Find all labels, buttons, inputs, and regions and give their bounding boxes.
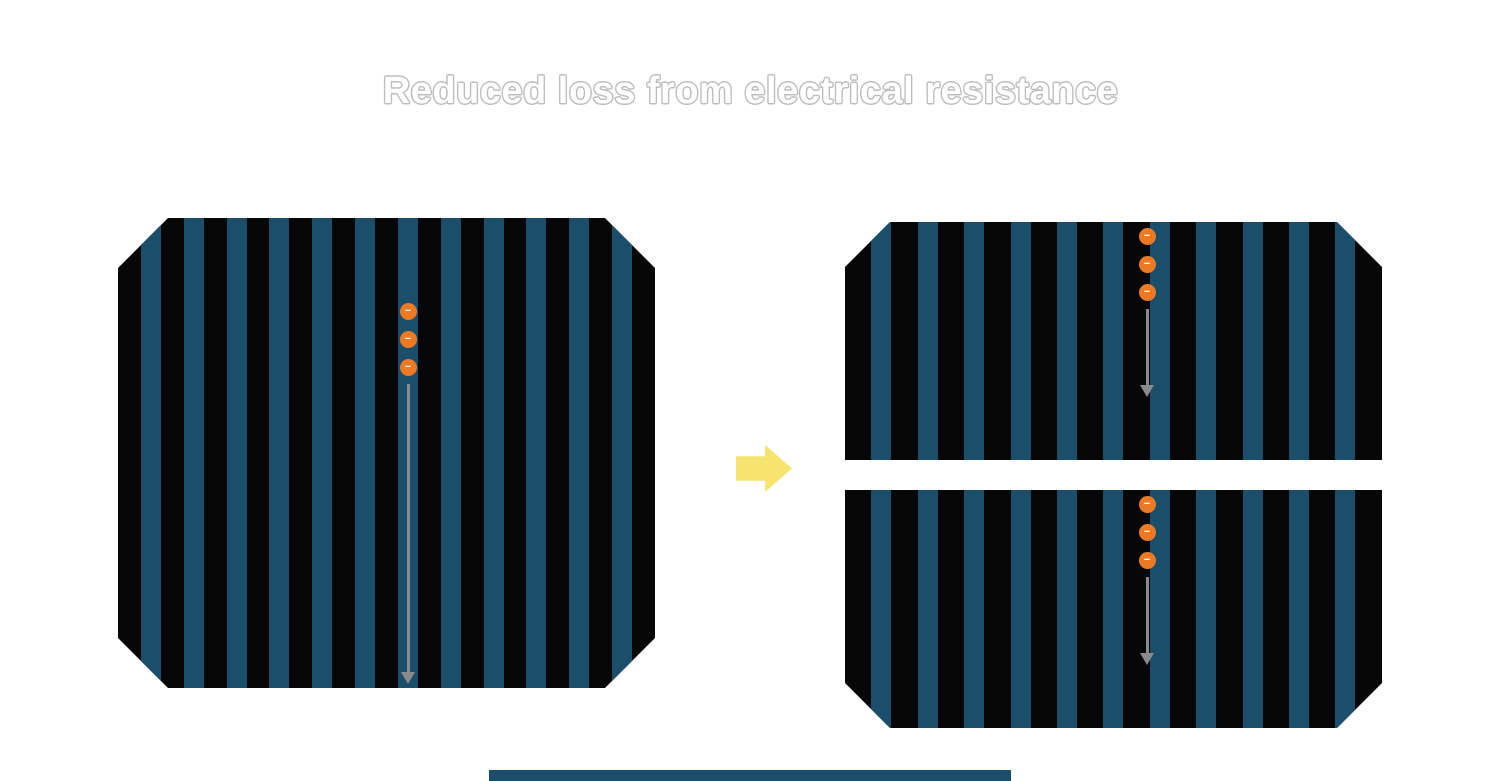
electron-stack: − − − <box>1138 496 1156 569</box>
electron-stack: − − − <box>399 303 417 376</box>
busbar-stripe <box>1057 222 1078 460</box>
down-arrow-icon <box>1140 309 1154 397</box>
electron-icon: − <box>399 359 417 376</box>
busbar-stripes <box>845 222 1382 460</box>
busbar-stripe <box>917 490 938 728</box>
arrow-head <box>401 672 415 684</box>
half-solar-cell-top: − − − <box>845 222 1382 460</box>
arrow-head <box>1140 653 1154 665</box>
right-arrow-icon <box>736 445 792 492</box>
busbar-stripe <box>1103 222 1124 460</box>
busbar-stripe <box>964 490 985 728</box>
busbar-stripe <box>226 218 247 688</box>
electron-icon: − <box>1138 496 1156 513</box>
busbar-stripe <box>312 218 333 688</box>
busbar-stripe <box>526 218 547 688</box>
electron-icon: − <box>399 331 417 348</box>
busbar-stripe <box>1289 222 1310 460</box>
busbar-stripe <box>440 218 461 688</box>
busbar-stripe <box>569 218 590 688</box>
busbar-stripe <box>917 222 938 460</box>
down-arrow-icon <box>401 384 415 684</box>
busbar-stripe <box>355 218 376 688</box>
down-arrow-icon <box>1140 577 1154 665</box>
busbar-stripe <box>1196 222 1217 460</box>
busbar-stripe <box>1010 490 1031 728</box>
busbar-stripe <box>1149 222 1170 460</box>
half-solar-cell-bottom: − − − <box>845 490 1382 728</box>
busbar-stripes <box>118 218 655 688</box>
busbar-stripe <box>964 222 985 460</box>
electron-flow: − − − <box>1138 496 1156 665</box>
arrow-shaft <box>1145 577 1149 653</box>
busbar-stripe <box>140 218 161 688</box>
electron-icon: − <box>399 303 417 320</box>
busbar-stripe <box>1149 490 1170 728</box>
electron-icon: − <box>1138 552 1156 569</box>
electron-icon: − <box>1138 228 1156 245</box>
busbar-stripe <box>1196 490 1217 728</box>
busbar-stripe <box>1242 222 1263 460</box>
electron-stack: − − − <box>1138 228 1156 301</box>
busbar-stripe <box>871 490 892 728</box>
busbar-stripe <box>1010 222 1031 460</box>
busbar-stripe <box>1103 490 1124 728</box>
electron-icon: − <box>1138 524 1156 541</box>
footer-bar <box>489 770 1011 781</box>
diagram-title: Reduced loss from electrical resistance <box>382 70 1119 112</box>
electron-flow: − − − <box>1138 228 1156 397</box>
busbar-stripe <box>483 218 504 688</box>
full-solar-cell: − − − <box>118 218 655 688</box>
electron-icon: − <box>1138 284 1156 301</box>
busbar-stripe <box>1242 490 1263 728</box>
busbar-stripe <box>269 218 290 688</box>
busbar-stripe <box>1335 222 1356 460</box>
electron-flow: − − − <box>399 303 417 684</box>
busbar-stripe <box>871 222 892 460</box>
arrow-head <box>1140 385 1154 397</box>
busbar-stripe <box>612 218 633 688</box>
arrow-shaft <box>1145 309 1149 385</box>
busbar-stripe <box>183 218 204 688</box>
electron-icon: − <box>1138 256 1156 273</box>
busbar-stripe <box>1289 490 1310 728</box>
busbar-stripe <box>1335 490 1356 728</box>
arrow-shaft <box>406 384 410 672</box>
busbar-stripes <box>845 490 1382 728</box>
busbar-stripe <box>1057 490 1078 728</box>
